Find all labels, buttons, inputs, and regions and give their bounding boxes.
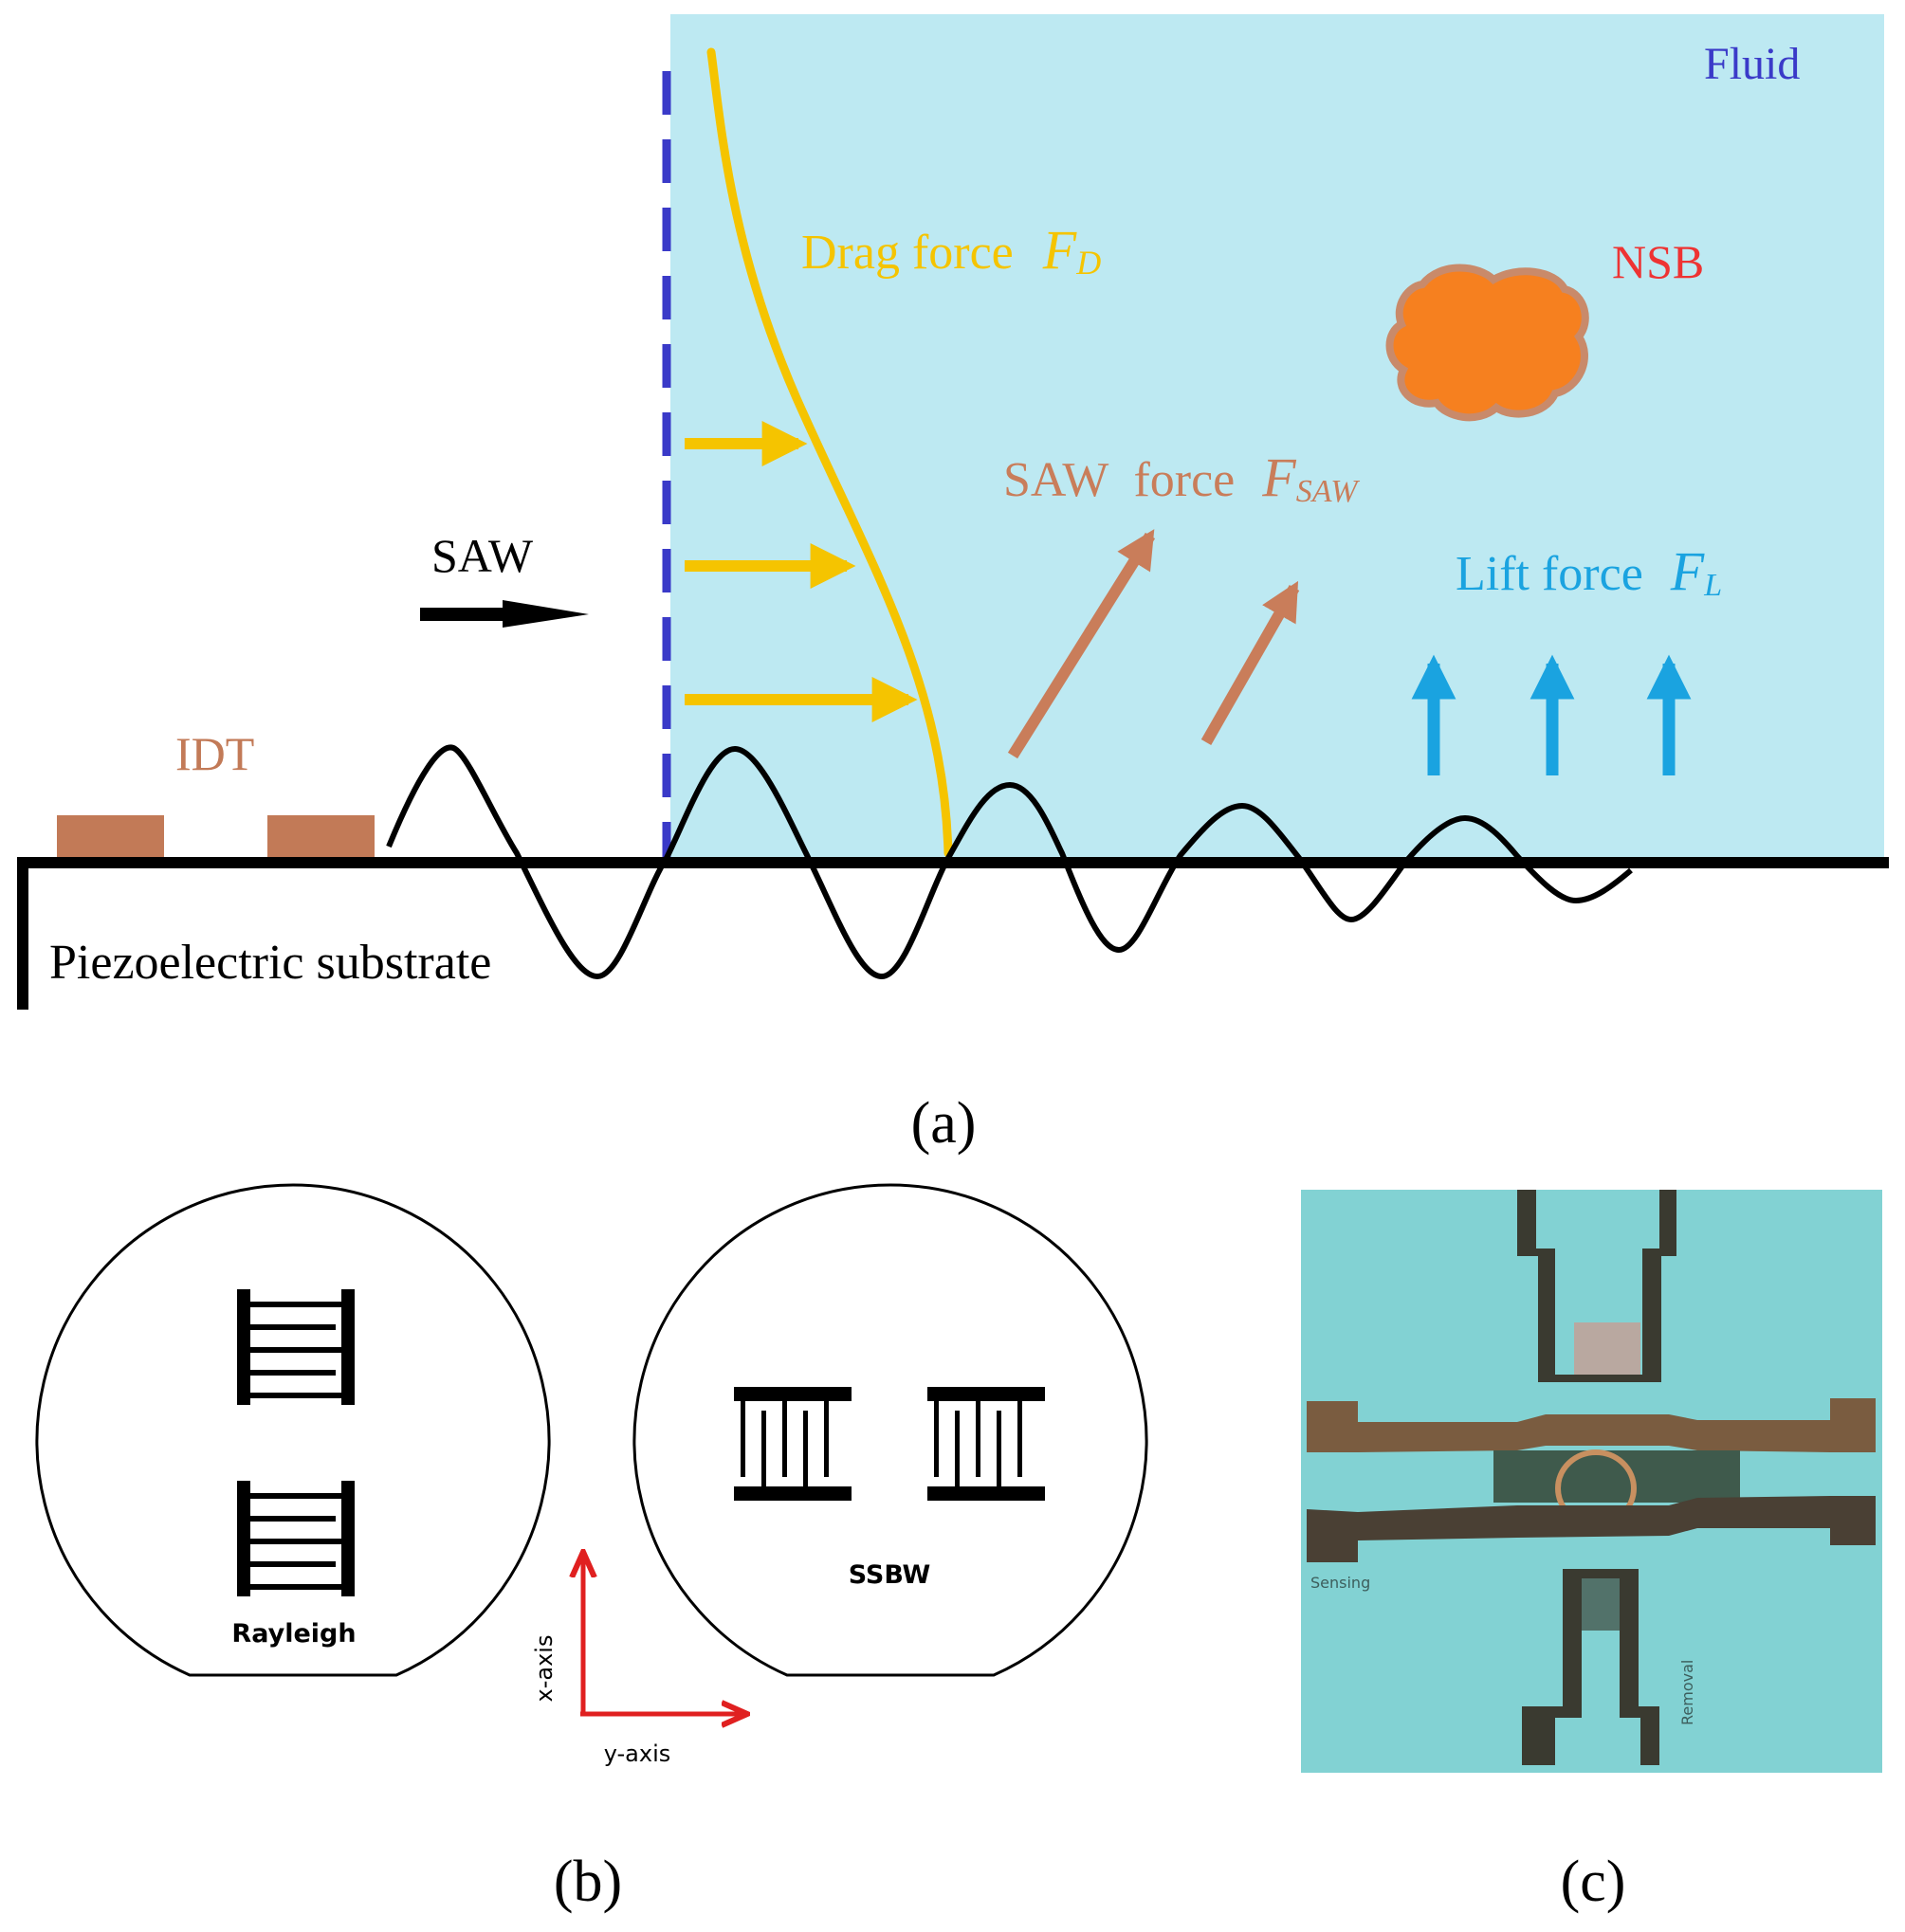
idt-label: IDT [175, 727, 254, 780]
idt-rayleigh-bottom [237, 1481, 355, 1596]
nsb-label: NSB [1612, 235, 1704, 288]
y-axis-label: y-axis [604, 1741, 671, 1767]
fluid-label: Fluid [1704, 39, 1800, 89]
panel-c-caption: (c) [1561, 1850, 1626, 1914]
upper-bus-electrode [1307, 1398, 1876, 1452]
saw-force-arrow [1200, 580, 1300, 745]
idt-electrode [267, 815, 375, 864]
top-electrode [1517, 1190, 1676, 1382]
substrate-label: Piezoelectric substrate [49, 936, 491, 990]
panel-c: Sensing Removal (c) [1301, 1190, 1882, 1914]
lift-force-label: Lift force FL [1456, 540, 1722, 603]
panel-a-caption: (a) [911, 1091, 977, 1156]
panel-b-caption: (b) [554, 1850, 622, 1914]
bottom-electrode [1522, 1569, 1659, 1765]
ssbw-label: SSBW [849, 1560, 931, 1590]
lower-bus-electrode [1307, 1496, 1876, 1562]
rayleigh-label: Rayleigh [231, 1619, 356, 1649]
idt-ssbw-left [734, 1387, 852, 1501]
x-axis-label: x-axis [531, 1635, 558, 1703]
surface-acoustic-wave [386, 744, 1633, 979]
drag-velocity-profile [706, 47, 953, 858]
nsb-particle [1385, 264, 1589, 422]
panel-a: Fluid Drag force FD NSB SAW force FSAW L… [17, 14, 1889, 1156]
removal-label: Removal [1678, 1660, 1696, 1725]
wafer-rayleigh [35, 1183, 551, 1677]
sensing-label: Sensing [1310, 1574, 1370, 1592]
bottom-electrode-gap [1582, 1578, 1620, 1631]
saw-force-arrow [1007, 529, 1156, 759]
panel-b: Rayleigh SSBW x-axis y-axis (b) [35, 1183, 1148, 1914]
saw-force-label: SAW force FSAW [1003, 447, 1360, 509]
drag-force-label: Drag force FD [801, 219, 1101, 282]
fluid-region [670, 14, 1884, 858]
saw-direction-label: SAW [431, 529, 534, 582]
idt-electrode [57, 815, 164, 864]
idt-rayleigh-top [237, 1289, 355, 1405]
top-electrode-gap [1574, 1322, 1640, 1375]
saw-direction-arrow [420, 600, 589, 628]
idt-ssbw-right [927, 1387, 1045, 1501]
wafer-ssbw [632, 1183, 1148, 1677]
